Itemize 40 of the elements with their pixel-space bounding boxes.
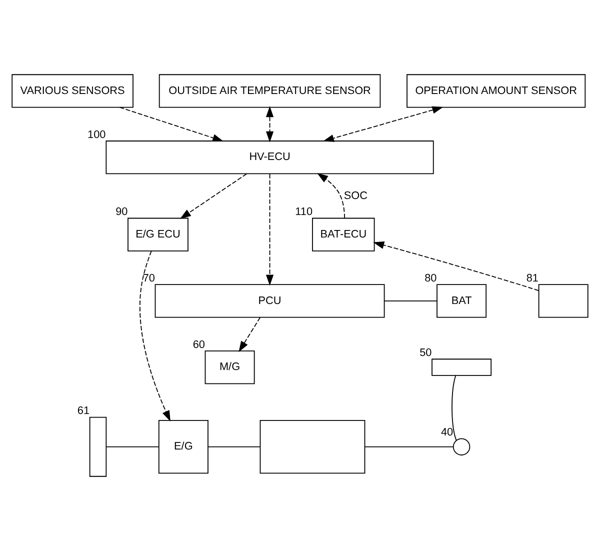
node-box: BAT bbox=[436, 284, 487, 318]
arrow bbox=[266, 106, 274, 142]
node-label: 70 bbox=[142, 272, 155, 284]
node-box: E/G bbox=[158, 420, 208, 474]
node-bar bbox=[432, 358, 492, 376]
connector bbox=[364, 446, 454, 447]
node-label: 90 bbox=[116, 206, 128, 218]
node-label: 60 bbox=[192, 338, 205, 350]
node-box: VARIOUS SENSORS bbox=[12, 74, 134, 108]
node-label: 100 bbox=[88, 128, 106, 140]
arrow bbox=[180, 172, 248, 218]
node-label: 80 bbox=[424, 272, 437, 284]
node-box: OUTSIDE AIR TEMPERATURE SENSOR bbox=[158, 74, 381, 108]
arrow bbox=[238, 316, 261, 352]
arrow bbox=[266, 173, 274, 286]
node-circle bbox=[452, 438, 470, 455]
arrow bbox=[139, 250, 170, 421]
node-label: 61 bbox=[77, 404, 90, 417]
node-box: E/G ECU bbox=[128, 217, 188, 251]
connector bbox=[384, 300, 438, 301]
connector bbox=[452, 374, 457, 440]
node-box: BAT-ECU bbox=[312, 217, 375, 251]
arrow bbox=[323, 106, 444, 142]
arrow bbox=[119, 106, 224, 142]
arrow bbox=[373, 240, 539, 291]
node-box bbox=[538, 284, 588, 318]
connector bbox=[106, 446, 160, 447]
node-box: OPERATION AMOUNT SENSOR bbox=[406, 74, 586, 108]
node-box: HV-ECU bbox=[106, 140, 434, 174]
node-bar bbox=[89, 416, 107, 476]
connector bbox=[208, 446, 260, 447]
node-label: 40 bbox=[440, 426, 454, 438]
node-label: 110 bbox=[295, 206, 313, 218]
node-box bbox=[260, 420, 366, 474]
arrow bbox=[317, 172, 346, 218]
node-box: M/G bbox=[204, 350, 255, 384]
node-label: 81 bbox=[526, 272, 539, 284]
node-box: PCU bbox=[154, 284, 385, 318]
edge-label: SOC bbox=[344, 189, 368, 202]
node-label: 50 bbox=[420, 346, 432, 359]
